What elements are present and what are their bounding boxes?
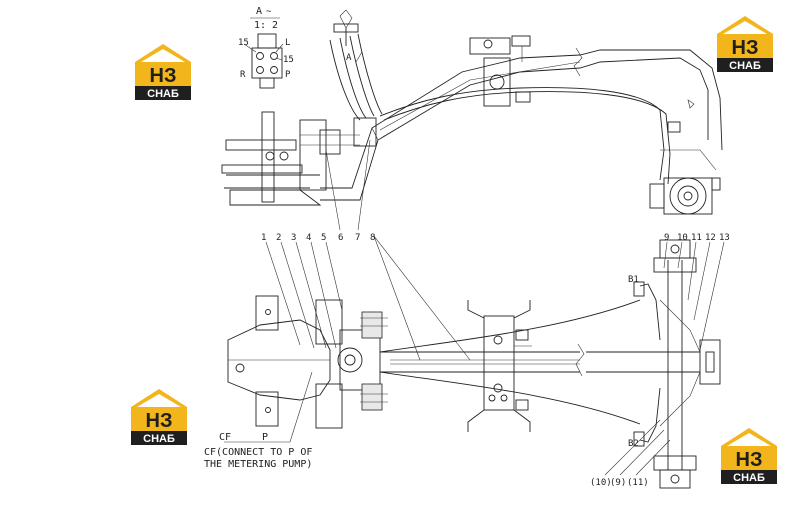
plan-view-machine: B1 B2 xyxy=(224,239,725,489)
callout-5: 5 xyxy=(321,233,326,243)
detail-view-a: A ~ 1: 2 15 R P L 15 xyxy=(238,6,294,89)
callout-9-paren: (9) xyxy=(610,478,626,488)
port-label-p: P xyxy=(262,432,268,443)
callout-4: 4 xyxy=(306,233,311,243)
detail-label-r: R xyxy=(240,70,246,80)
svg-text:~: ~ xyxy=(266,7,272,17)
port-label-cf: CF xyxy=(219,432,231,443)
svg-text:B1: B1 xyxy=(628,275,639,285)
callout-2: 2 xyxy=(276,233,281,243)
detail-view-title: A xyxy=(256,6,262,17)
logo-top-right: НЗ СНАБ xyxy=(712,14,778,76)
logo-main-text: НЗ xyxy=(146,410,173,432)
detail-view-scale: 1: 2 xyxy=(254,20,278,31)
callout-3: 3 xyxy=(291,233,296,243)
logo-bottom-right: НЗ СНАБ xyxy=(716,426,782,488)
callout-11: 11 xyxy=(691,233,702,243)
detail-label-15-left: 15 xyxy=(238,38,249,48)
logo-top-left: НЗ СНАБ xyxy=(130,42,196,104)
side-view-machine: A xyxy=(221,9,723,361)
callout-10: 10 xyxy=(677,233,688,243)
logo-sub-text: СНАБ xyxy=(143,433,175,445)
callout-10-paren: (10) xyxy=(590,478,612,488)
callout-7: 7 xyxy=(355,233,360,243)
callout-9: 9 xyxy=(664,233,669,243)
detail-label-15-right: 15 xyxy=(283,55,294,65)
callout-13: 13 xyxy=(719,233,730,243)
logo-sub-text: СНАБ xyxy=(147,88,179,100)
note-line-2: THE METERING PUMP) xyxy=(204,459,312,470)
callout-6: 6 xyxy=(338,233,343,243)
detail-label-l: L xyxy=(285,38,290,48)
note-line-1: CF(CONNECT TO P OF xyxy=(204,447,312,458)
logo-bottom-left: НЗ СНАБ xyxy=(126,387,192,449)
svg-text:B2: B2 xyxy=(628,439,639,449)
detail-label-p: P xyxy=(285,70,291,80)
logo-main-text: НЗ xyxy=(736,449,763,471)
callout-1: 1 xyxy=(261,233,266,243)
callout-12: 12 xyxy=(705,233,716,243)
callout-8: 8 xyxy=(370,233,375,243)
logo-sub-text: СНАБ xyxy=(733,472,765,484)
section-marker-a: A xyxy=(346,53,352,63)
logo-main-text: НЗ xyxy=(732,37,759,59)
logo-main-text: НЗ xyxy=(150,65,177,87)
callout-11-paren: (11) xyxy=(627,478,649,488)
logo-sub-text: СНАБ xyxy=(729,60,761,72)
